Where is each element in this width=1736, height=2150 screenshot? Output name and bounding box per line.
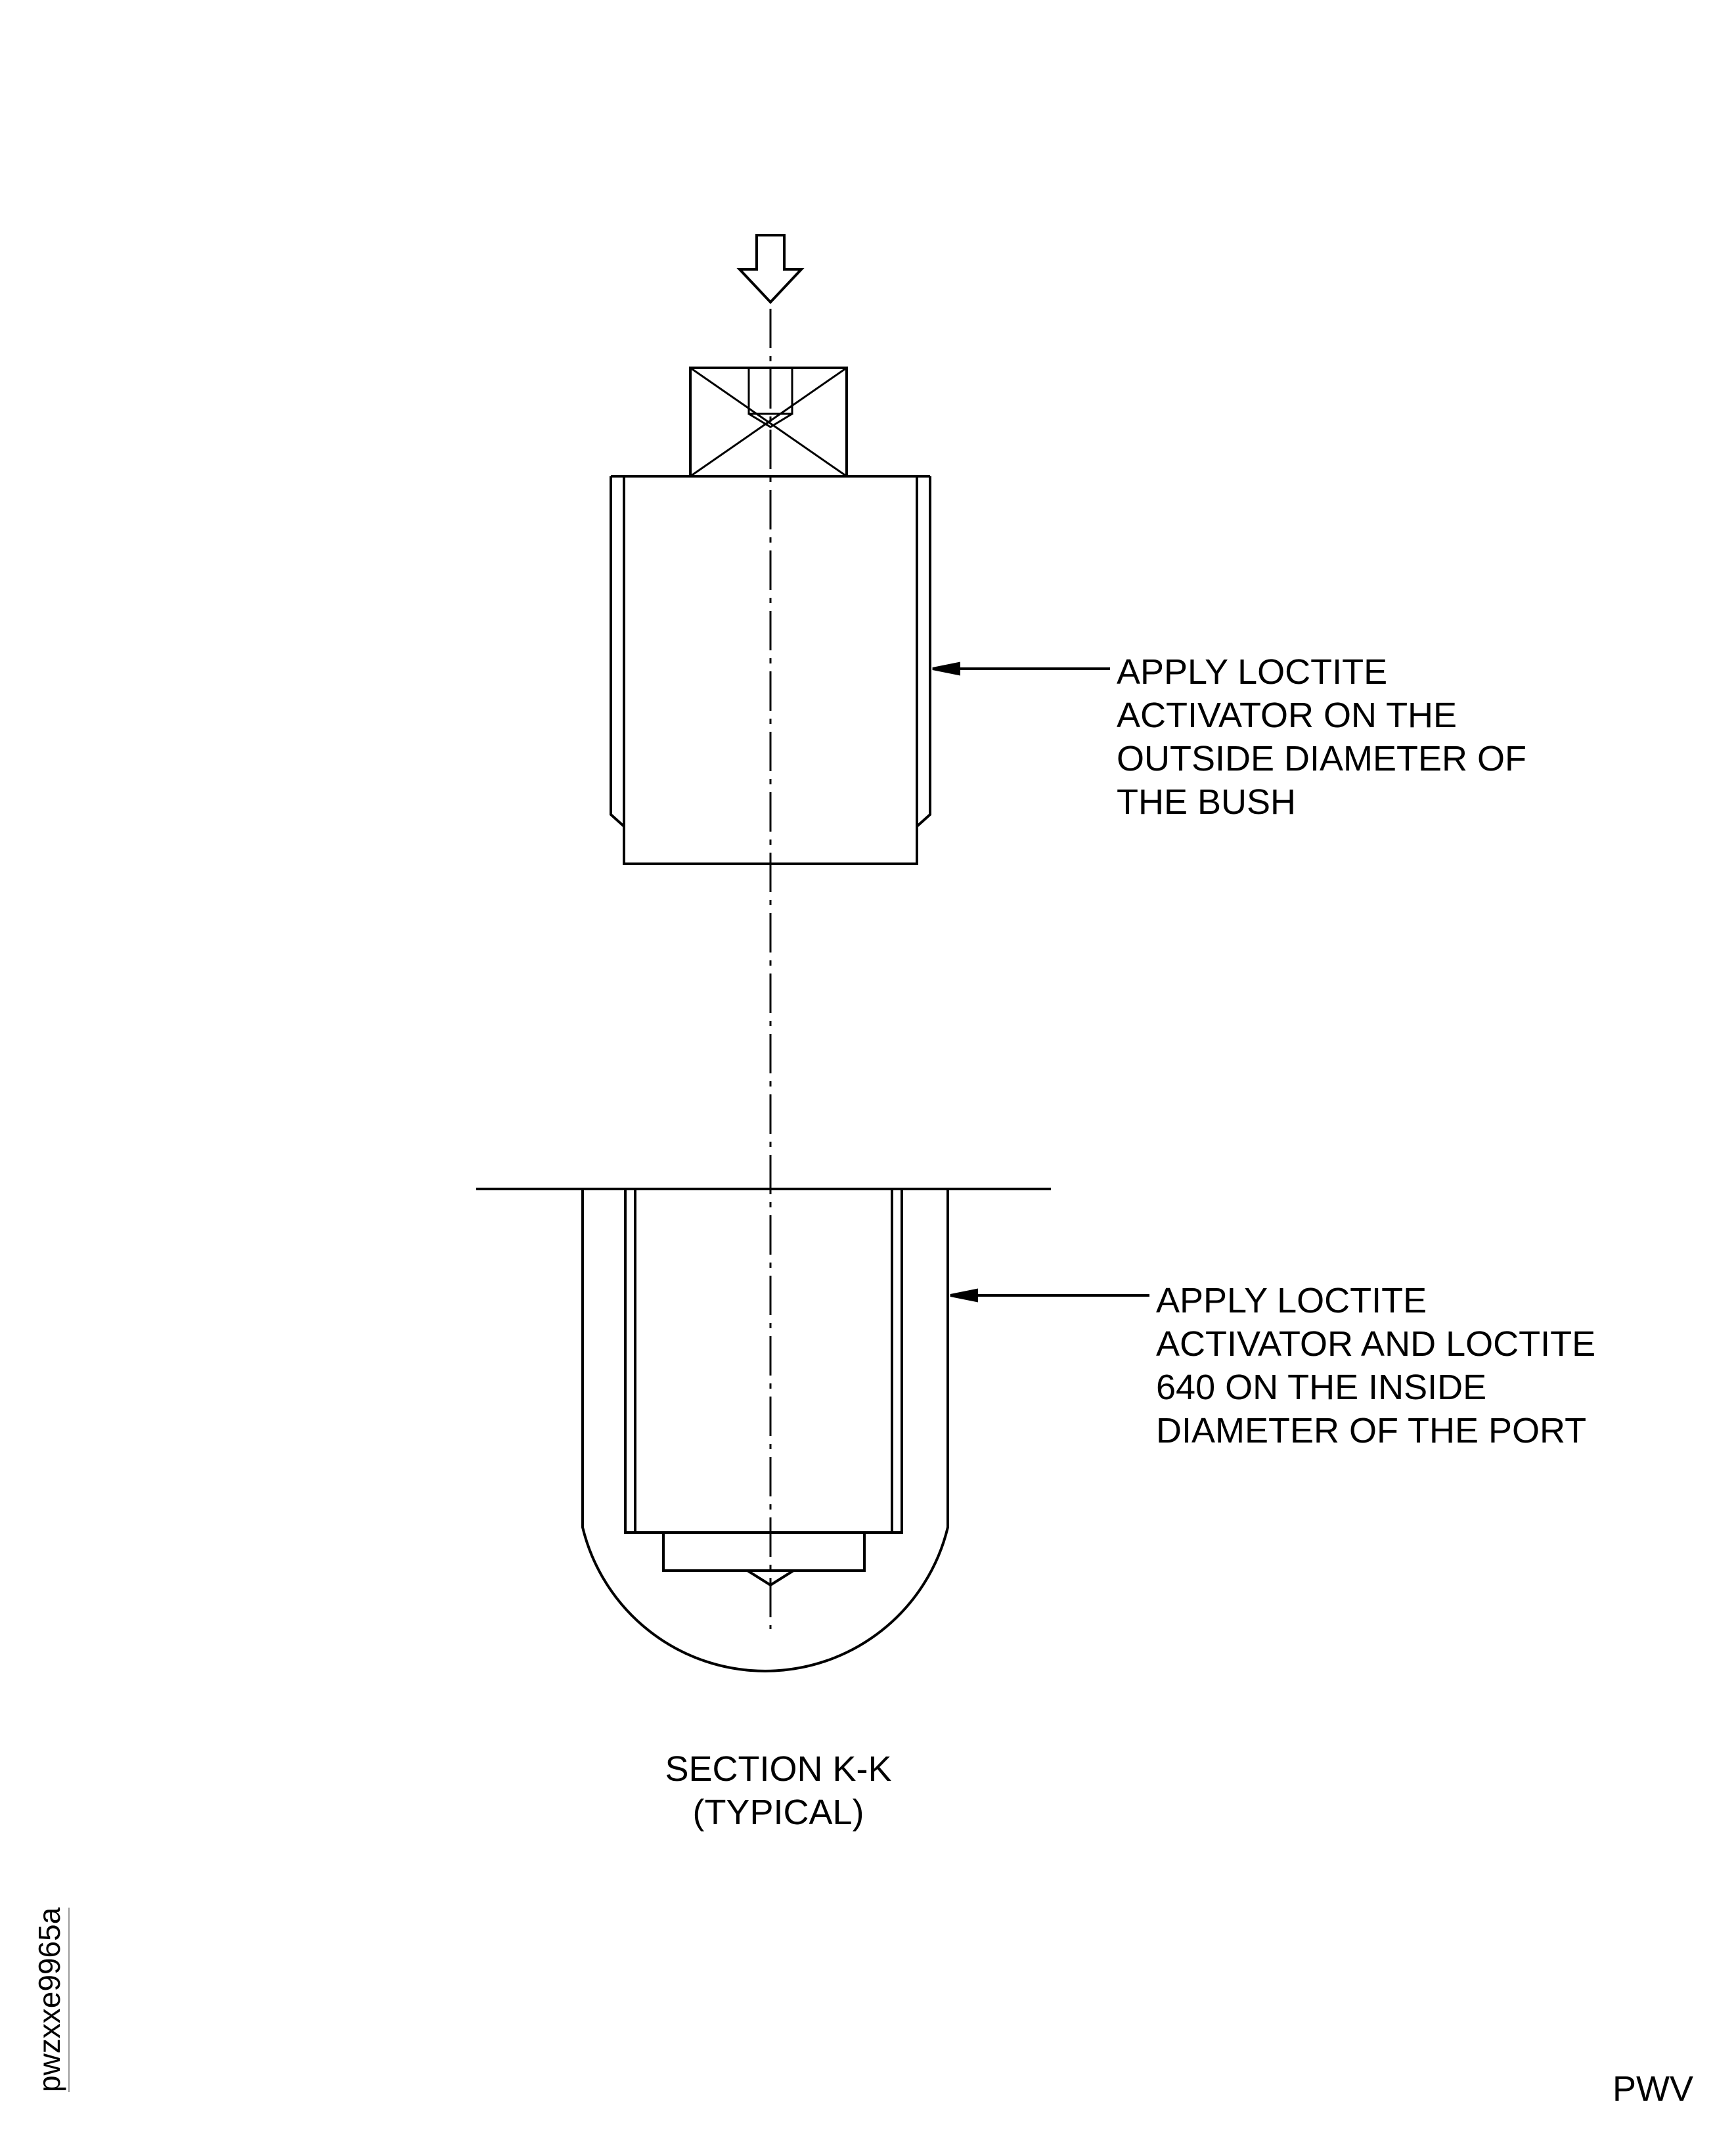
port	[581, 1189, 949, 1672]
callout-line: DIAMETER OF THE PORT	[1156, 1411, 1587, 1450]
callout-line: THE BUSH	[1117, 782, 1297, 822]
bush	[610, 475, 931, 865]
insertion-direction-arrow	[736, 234, 805, 304]
bush-leader	[932, 661, 1110, 676]
section-note: (TYPICAL)	[692, 1793, 864, 1832]
section-caption: SECTION K-K (TYPICAL)	[647, 1747, 910, 1834]
figure-id: pwzxxe9965a	[32, 1907, 70, 2092]
callout-line: APPLY LOCTITE	[1156, 1281, 1427, 1320]
bush-callout-note: APPLY LOCTITE ACTIVATOR ON THE OUTSIDE D…	[1117, 650, 1526, 824]
port-callout-note: APPLY LOCTITE ACTIVATOR AND LOCTITE 640 …	[1156, 1279, 1595, 1452]
sheet-code: PWV	[1613, 2069, 1694, 2109]
drive-head	[689, 367, 848, 478]
callout-line: OUTSIDE DIAMETER OF	[1117, 739, 1527, 778]
section-title: SECTION K-K	[665, 1749, 892, 1789]
port-leader	[950, 1288, 1149, 1303]
callout-line: 640 ON THE INSIDE	[1156, 1368, 1487, 1407]
callout-line: ACTIVATOR AND LOCTITE	[1156, 1324, 1596, 1364]
callout-line: ACTIVATOR ON THE	[1117, 696, 1458, 735]
callout-line: APPLY LOCTITE	[1117, 652, 1388, 692]
